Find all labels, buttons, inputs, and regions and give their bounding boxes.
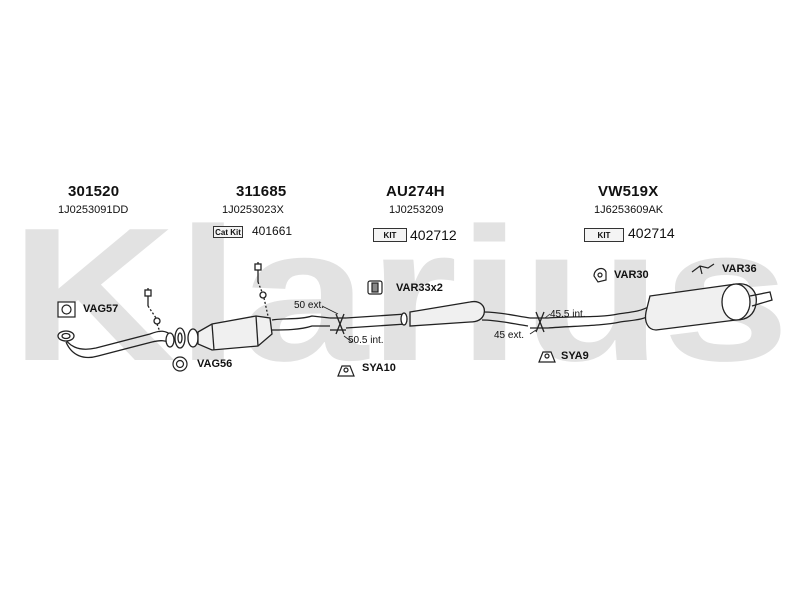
front-pipe <box>57 330 175 359</box>
leader-45-ext <box>529 329 537 335</box>
cat-kit-badge: Cat Kit <box>213 226 243 238</box>
kit-number-centre: 402712 <box>410 227 457 243</box>
kit-label-rear: KIT <box>597 230 611 240</box>
measure-45-ext: 45 ext. <box>494 330 525 341</box>
part-number-centre: AU274H <box>386 183 445 200</box>
oem-number-front-pipe: 1J0253091DD <box>58 204 129 216</box>
gasket-flange <box>174 327 186 349</box>
rubber-mount-icon-rear <box>538 351 556 363</box>
part-number-rear: VW519X <box>598 183 659 200</box>
measure-50-5-int: 50.5 int. <box>348 335 384 346</box>
fitting-label-var30: VAR30 <box>614 269 649 281</box>
cat-kit-label: Cat Kit <box>215 227 241 237</box>
clamp-kit-icon <box>367 280 383 295</box>
fitting-label-var36: VAR36 <box>722 263 757 275</box>
measure-45-5-int: 45.5 int. <box>550 309 586 320</box>
rear-silencer <box>547 283 773 331</box>
gasket-icon <box>57 301 76 318</box>
fitting-label-sya10: SYA10 <box>362 362 396 374</box>
rubber-mount-icon <box>337 365 355 377</box>
ring-gasket-icon <box>172 356 188 372</box>
oem-number-cat: 1J0253023X <box>222 204 284 216</box>
fitting-label-vag57: VAG57 <box>83 303 119 315</box>
fitting-label-sya9: SYA9 <box>561 350 589 362</box>
leader-50-ext <box>321 305 339 315</box>
kit-badge-rear: KIT <box>584 228 624 242</box>
oem-number-centre: 1J0253209 <box>389 204 444 216</box>
fitting-label-var33: VAR33x2 <box>396 282 443 294</box>
kit-badge-centre: KIT <box>373 228 407 242</box>
kit-label-centre: KIT <box>383 230 397 240</box>
centre-silencer <box>345 300 531 329</box>
part-number-cat: 311685 <box>236 183 287 200</box>
part-number-front-pipe: 301520 <box>68 183 120 200</box>
catalytic-converter <box>187 315 331 351</box>
oem-number-rear: 1J6253609AK <box>594 204 664 216</box>
leader-45-5-int <box>544 313 551 319</box>
joint-clamp-left <box>330 313 346 335</box>
fitting-label-vag56: VAG56 <box>197 358 233 370</box>
hanger-icon <box>691 263 715 275</box>
lambda-sensor-front <box>144 288 161 333</box>
kit-number-rear: 402714 <box>628 225 675 241</box>
bracket-clamp-icon <box>593 267 607 283</box>
leader-50-5-int <box>343 335 353 343</box>
kit-number-cat: 401661 <box>252 224 293 238</box>
measure-50-ext: 50 ext. <box>294 300 325 311</box>
lambda-sensor-cat <box>254 262 269 317</box>
